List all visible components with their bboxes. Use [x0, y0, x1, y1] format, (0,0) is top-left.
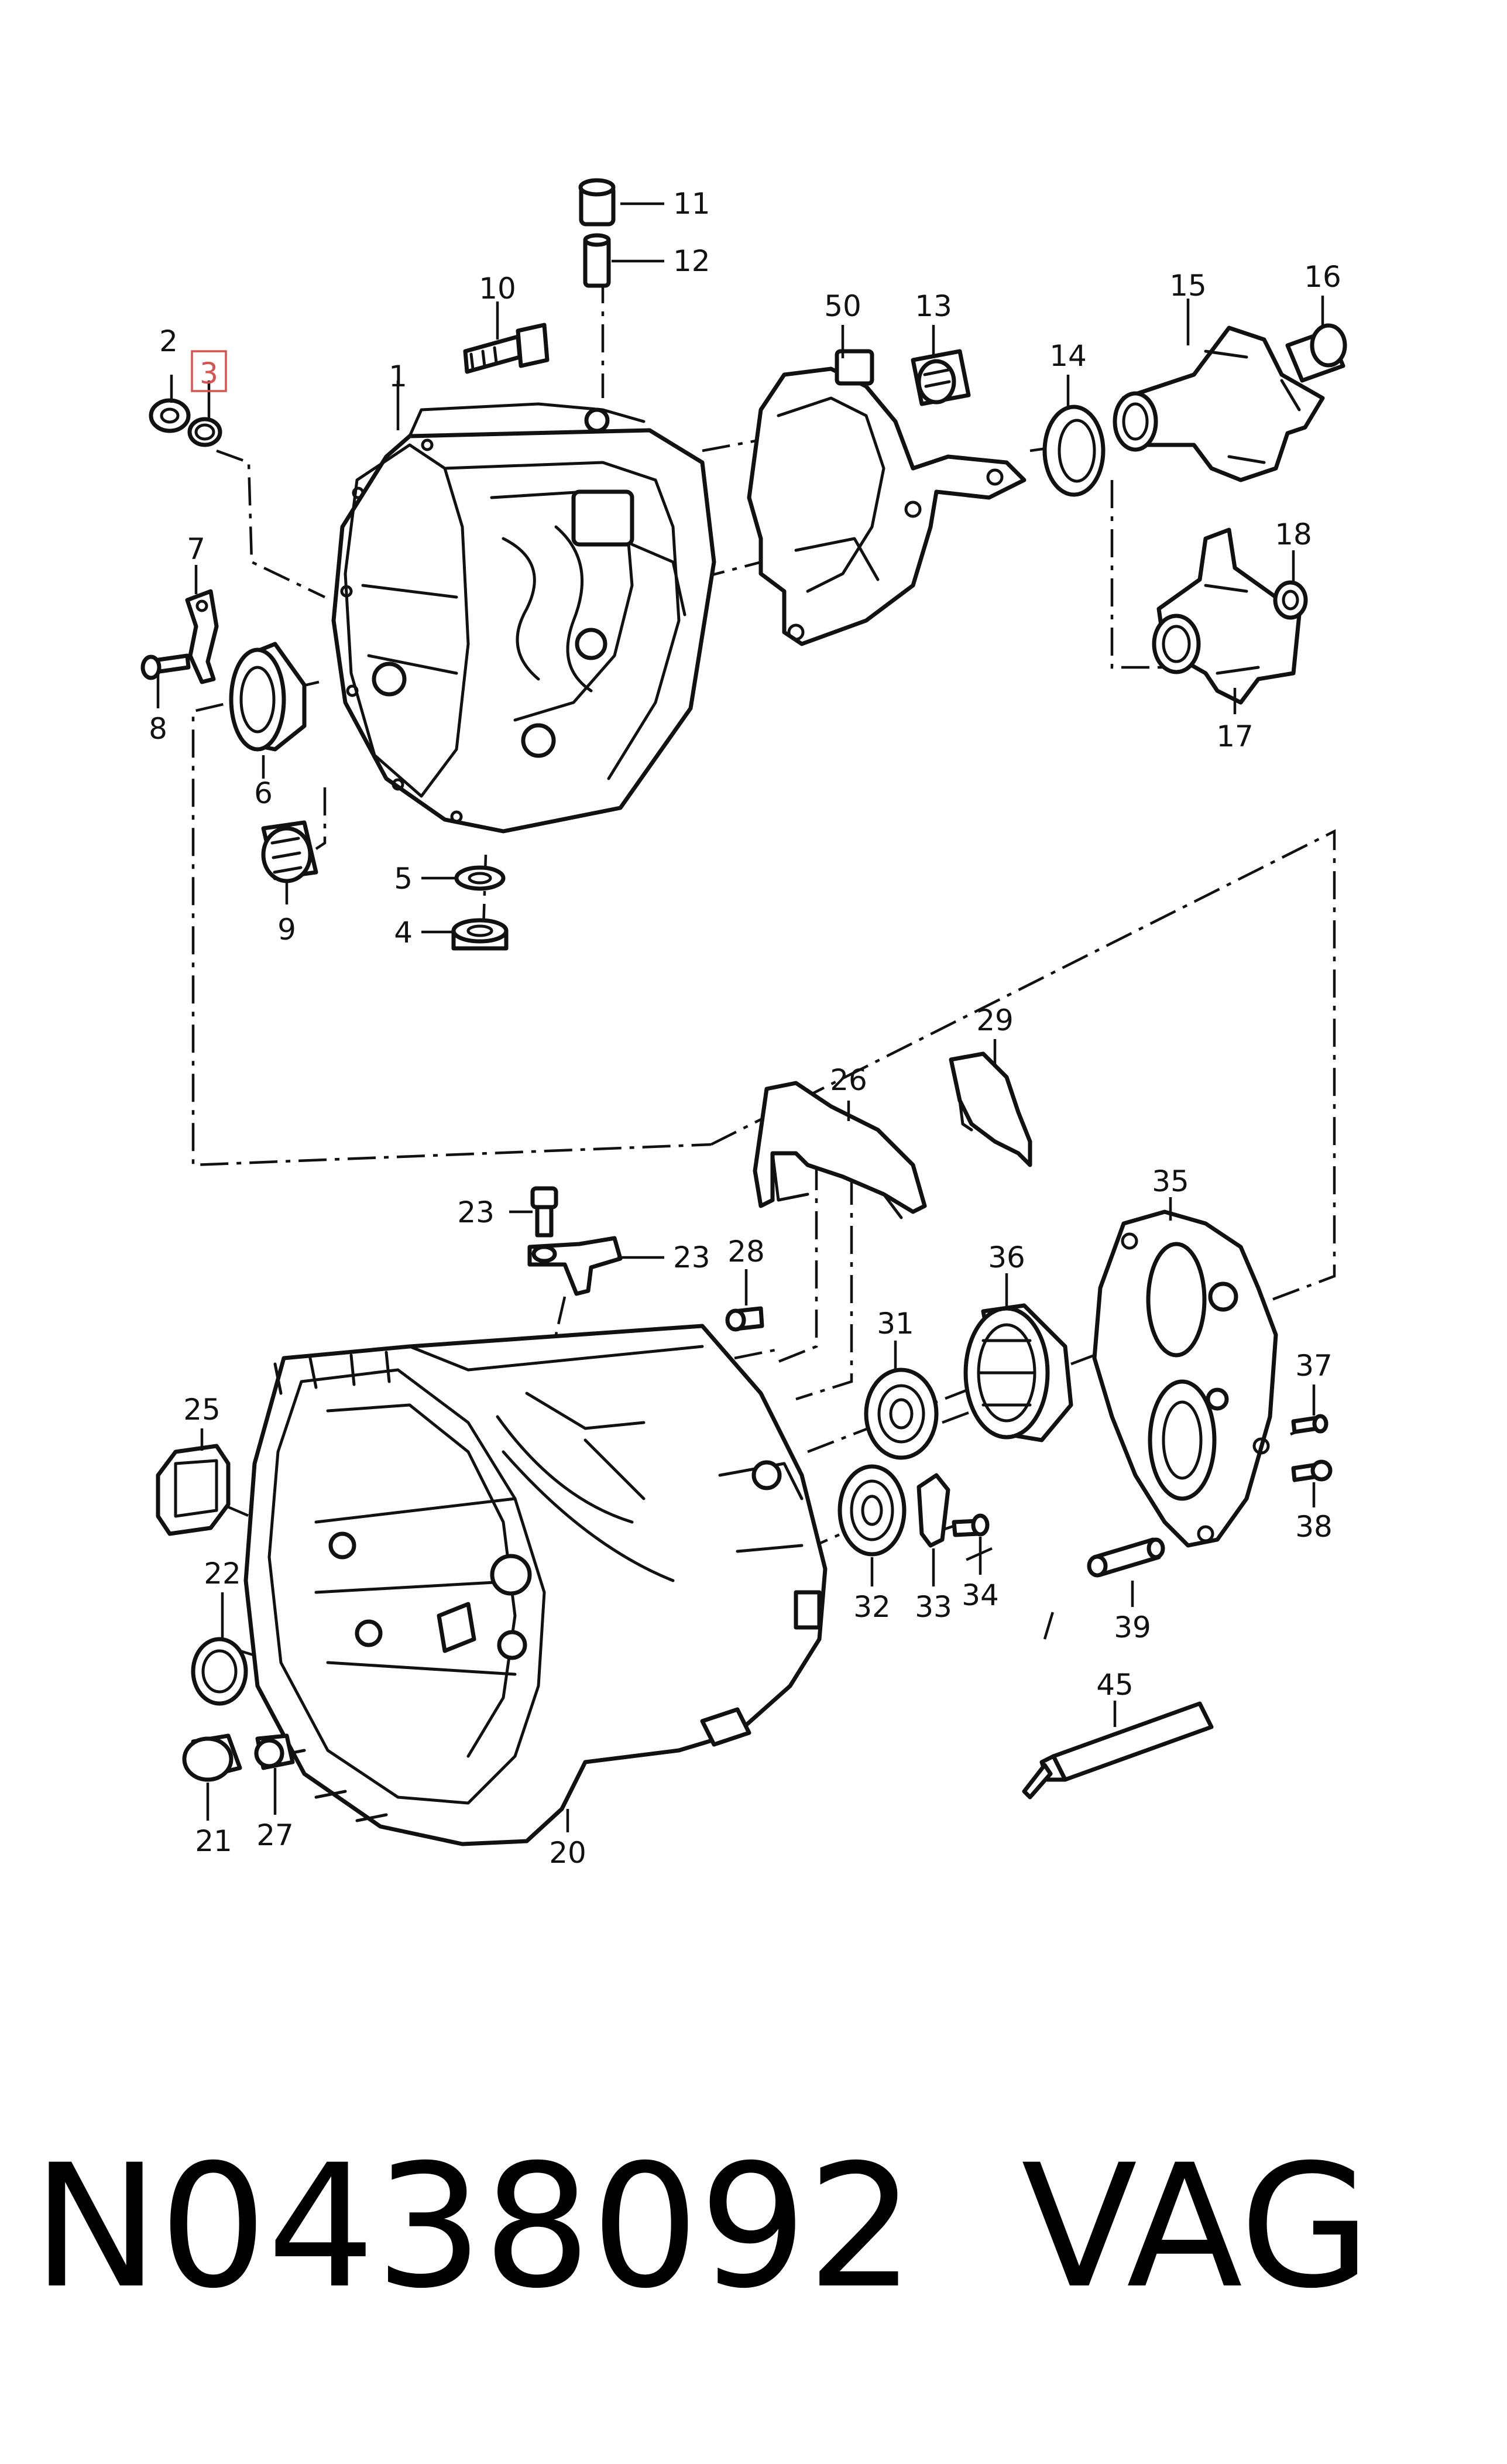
part-27-plug: [254, 1733, 295, 1770]
part-10-bolt: [463, 323, 550, 374]
part-37-screw: [1291, 1414, 1329, 1434]
callout-3: 3: [200, 357, 218, 390]
callout-12: 12: [673, 244, 710, 278]
part-24-bolt: [530, 1186, 558, 1238]
callout-17: 17: [1216, 719, 1254, 753]
part-38-screw: [1291, 1459, 1333, 1482]
callout-26: 26: [830, 1063, 867, 1097]
part-25-rubber-pad: [156, 1444, 231, 1536]
callout-23: 23: [673, 1240, 710, 1274]
callout-2: 2: [159, 324, 178, 358]
callout-7: 7: [187, 532, 205, 566]
callout-45: 45: [1096, 1668, 1134, 1702]
callout-21: 21: [195, 1824, 232, 1858]
part-17-flange: [1152, 527, 1302, 705]
part-34-screw: [952, 1513, 990, 1537]
part-9-needle-bearing: [261, 820, 318, 883]
callout-22: 22: [204, 1557, 241, 1591]
part-35-bearing-carrier: [1092, 1209, 1278, 1548]
part-23-bracket: [527, 1236, 623, 1296]
callout-20: 20: [549, 1836, 586, 1870]
part-18-ring: [1273, 580, 1308, 620]
callout-1: 1: [389, 359, 407, 393]
part-5-mount: [454, 865, 506, 891]
part-12-pin: [583, 233, 611, 288]
part-15-flange: [1113, 325, 1325, 482]
callout-33: 33: [915, 1590, 952, 1624]
callout-28: 28: [727, 1235, 765, 1269]
callout-29: 29: [976, 1003, 1014, 1037]
callout-16: 16: [1304, 260, 1341, 294]
part-29-bracket: [949, 1051, 1032, 1167]
part-8-screw: [140, 653, 191, 680]
callout-8: 8: [149, 712, 167, 746]
part-3-seal-ring: [187, 417, 222, 447]
callout-15: 15: [1169, 269, 1207, 303]
part-31-bearing: [864, 1368, 939, 1460]
callout-39: 39: [1114, 1610, 1151, 1644]
part-28-pin: [725, 1306, 764, 1332]
part-11-sleeve: [578, 178, 616, 227]
callout-31: 31: [877, 1307, 914, 1341]
gearbox-housing-upper: [331, 402, 716, 834]
callout-35: 35: [1152, 1164, 1189, 1198]
brand-text: VAG: [1021, 2129, 1371, 2326]
part-13-needle-bearing: [911, 349, 971, 406]
callout-34: 34: [962, 1578, 999, 1612]
part-26-bracket: [753, 1081, 927, 1219]
callout-18: 18: [1275, 518, 1312, 551]
callout-14: 14: [1049, 339, 1087, 373]
callout-27: 27: [256, 1818, 294, 1852]
part-21-cap: [182, 1733, 242, 1782]
callout-36: 36: [988, 1240, 1025, 1274]
leader-lines: [156, 202, 1324, 1832]
callout-6: 6: [254, 776, 273, 810]
callout-25: 25: [183, 1393, 221, 1427]
callout-38: 38: [1295, 1510, 1333, 1544]
part-2-cap: [149, 398, 191, 433]
part-22-seal: [191, 1637, 248, 1706]
upper-small-parts: [140, 178, 1347, 951]
gearbox-housing-lower: [243, 1324, 828, 1846]
part-33-clip: [916, 1473, 950, 1548]
part-7-bracket: [185, 589, 219, 684]
callout-24: 23: [457, 1195, 495, 1229]
callout-3-highlight-box: [191, 350, 227, 392]
part-32-bearing: [837, 1464, 907, 1557]
callout-labels: 2 3 1 10 11 12 50 13 14 15 16 18 17 7 8 …: [149, 187, 1341, 1870]
part-14-seal: [1042, 405, 1106, 497]
callout-10: 10: [479, 272, 516, 306]
lower-small-parts: [156, 1051, 1333, 1800]
callout-5: 5: [394, 862, 413, 896]
part-36-bearing: [963, 1303, 1073, 1442]
part-6-bearing: [229, 642, 307, 752]
callout-11: 11: [673, 187, 710, 221]
part-number-text: N0438092: [32, 2129, 915, 2326]
part-16-plug: [1285, 323, 1347, 383]
callout-32: 32: [853, 1590, 891, 1624]
callout-4: 4: [394, 916, 413, 950]
part-39-pin: [1087, 1537, 1165, 1578]
shift-cover-50: [747, 349, 1027, 646]
callout-37: 37: [1295, 1349, 1333, 1383]
part-4-mount: [451, 918, 509, 951]
part-45-sealant-tube: [1022, 1701, 1214, 1800]
callout-50: 50: [824, 289, 861, 323]
callout-9: 9: [277, 913, 296, 947]
callout-13: 13: [915, 289, 952, 323]
